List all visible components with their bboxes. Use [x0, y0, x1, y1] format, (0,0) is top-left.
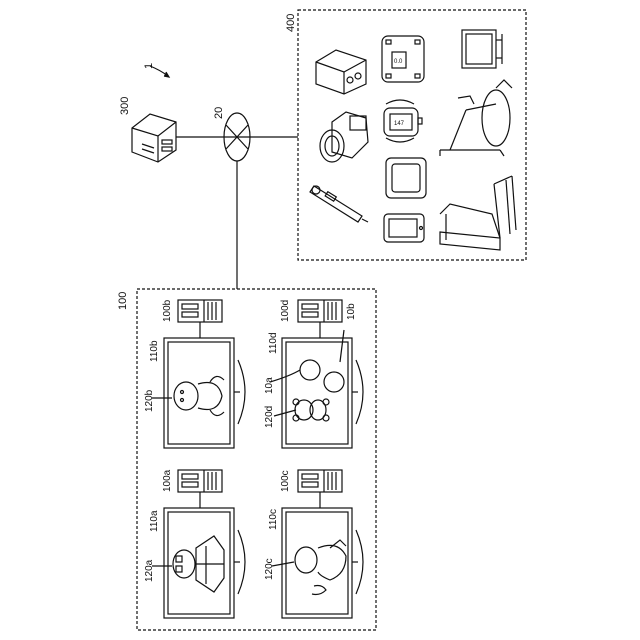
scale-readout: 0.0	[394, 59, 403, 65]
network-label: 20	[213, 107, 225, 119]
tower-pc-icon	[298, 300, 342, 322]
terminal-a-label: 100a	[162, 469, 173, 492]
terminal-d-label: 100d	[280, 300, 291, 322]
terminal-group-box	[137, 289, 376, 630]
ball-icon	[300, 360, 320, 380]
server-icon	[132, 114, 176, 162]
person-icon	[295, 540, 346, 595]
person-icon	[174, 376, 224, 415]
ball-icon	[324, 372, 344, 392]
image-d-label: 120d	[264, 406, 275, 428]
frame-icon	[386, 158, 426, 198]
display-b-label: 110b	[149, 340, 160, 362]
terminal-b-label: 100b	[162, 299, 173, 322]
thermometer-icon	[310, 186, 368, 222]
image-c-label: 120c	[264, 558, 275, 580]
teddy-bear-icon	[293, 399, 329, 421]
tower-pc-icon	[298, 470, 342, 492]
display-d	[282, 338, 363, 448]
television-icon	[462, 30, 502, 68]
scale-icon: 0.0	[382, 36, 424, 82]
speaker-box-icon	[316, 50, 366, 94]
system-label: 1	[143, 63, 155, 69]
device-group-label: 400	[285, 14, 297, 32]
exercise-bike-icon	[440, 80, 512, 156]
network-hub-icon	[224, 113, 250, 161]
watch-readout: 147	[394, 121, 405, 127]
object-a-label: 10a	[264, 377, 275, 394]
tower-pc-icon	[178, 300, 222, 322]
tablet-icon	[384, 214, 424, 242]
server-label: 300	[119, 97, 131, 115]
image-a-label: 120a	[144, 559, 155, 582]
terminal-group-label: 100	[117, 292, 129, 310]
display-a-label: 110a	[149, 510, 160, 532]
object-b-label: 10b	[346, 303, 357, 320]
smart-watch-icon: 147	[384, 100, 422, 142]
display-c	[282, 508, 363, 618]
tower-pc-icon	[178, 470, 222, 492]
treadmill-icon	[440, 176, 516, 250]
display-d-label: 110d	[268, 332, 279, 354]
display-b	[164, 338, 245, 448]
display-a	[164, 508, 245, 618]
camera-icon	[320, 112, 368, 162]
display-c-label: 110c	[268, 509, 279, 530]
image-b-label: 120b	[144, 389, 155, 412]
terminal-c-label: 100c	[280, 470, 291, 492]
person-icon	[173, 536, 224, 592]
